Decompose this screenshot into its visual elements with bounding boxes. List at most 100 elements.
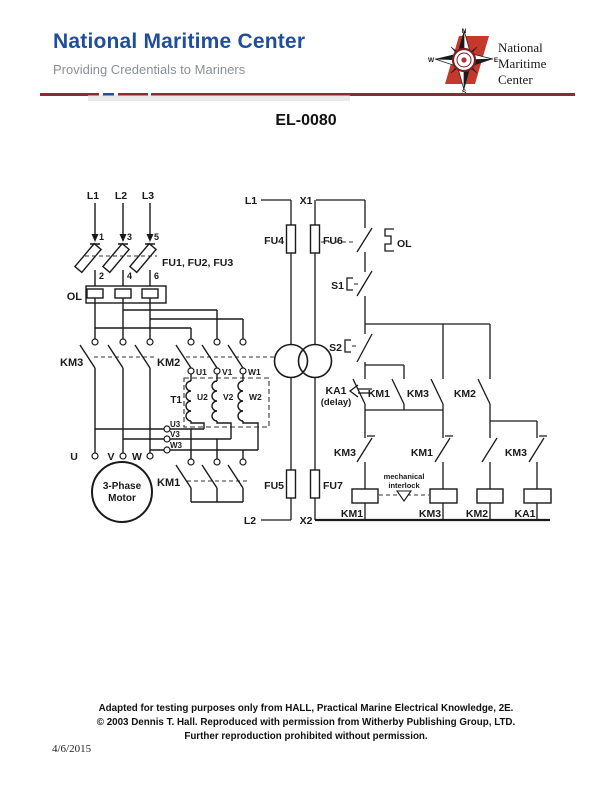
label-fu4: FU4 xyxy=(264,235,284,247)
logo-text-1: National xyxy=(498,40,543,55)
label-ctrl-x1: X1 xyxy=(300,195,313,207)
label-w2: W2 xyxy=(249,392,262,402)
motor-label-2: Motor xyxy=(108,493,136,504)
label-w: W xyxy=(132,451,142,463)
label-w3: W3 xyxy=(170,441,183,450)
breaker-arrow-icon xyxy=(146,234,154,242)
km3-coil xyxy=(429,488,458,504)
winding-w-icon xyxy=(237,380,244,422)
label-w1: W1 xyxy=(248,367,261,377)
delay-arrow-icon xyxy=(348,384,372,398)
label-fu7: FU7 xyxy=(323,480,343,492)
breaker-arrow-icon xyxy=(119,234,127,242)
motor-label-1: 3-Phase xyxy=(103,481,142,492)
label-s1: S1 xyxy=(331,280,344,292)
label-v: V xyxy=(107,451,114,463)
km1-main-contacts xyxy=(175,464,244,489)
label-coil-km2: KM2 xyxy=(466,508,488,520)
label-t1: T1 xyxy=(170,395,182,406)
exam-figure-code: EL-0080 xyxy=(275,112,337,129)
label-u: U xyxy=(70,451,78,463)
ol-heater-icon xyxy=(86,288,104,299)
breaker-arrow-icon xyxy=(91,234,99,242)
label-v2: V2 xyxy=(223,392,234,402)
label-nc-km3b: KM3 xyxy=(505,447,527,459)
label-v1: V1 xyxy=(222,367,233,377)
scan-smudge xyxy=(88,95,350,101)
three-phase-motor: 3-Phase Motor xyxy=(91,461,153,523)
terminal-2: 2 xyxy=(99,271,104,281)
label-km3-main: KM3 xyxy=(60,357,83,369)
terminal-3: 3 xyxy=(127,232,132,242)
label-ka1-delay: (delay) xyxy=(321,397,352,408)
km3-main-contacts xyxy=(79,344,151,369)
s1-pushbutton-icon xyxy=(346,277,353,291)
label-mech-2: interlock xyxy=(388,481,420,490)
ol-heater-icon xyxy=(114,288,132,299)
km2-main-contacts xyxy=(175,344,244,369)
winding-u-icon xyxy=(185,380,192,422)
header-rule-blue-dash xyxy=(103,93,114,96)
km2-aux-contact xyxy=(477,324,491,421)
compass-w: W xyxy=(428,57,435,64)
nmc-logo: N S W E National Maritime Center xyxy=(428,28,547,96)
ol-trip-icon xyxy=(384,228,394,252)
footer-line-3: Further reproduction prohibited without … xyxy=(184,731,428,742)
org-subtitle: Providing Credentials to Mariners xyxy=(53,62,246,77)
label-km1-main: KM1 xyxy=(157,477,180,489)
fuse-fu6-icon xyxy=(309,224,321,254)
ol-heater-icon xyxy=(141,288,159,299)
label-ka1: KA1 xyxy=(325,385,346,397)
km1-aux-contact xyxy=(365,364,405,410)
label-fu5: FU5 xyxy=(264,480,284,492)
km2-coil xyxy=(476,488,504,504)
ka1-coil xyxy=(523,488,552,504)
fuse-fu5-icon xyxy=(285,469,297,499)
logo-text-2: Maritime xyxy=(498,56,547,71)
label-ctrl-l2: L2 xyxy=(244,515,256,527)
km1-nc-contact xyxy=(434,410,453,489)
km3-nc-contact-2 xyxy=(528,421,547,489)
org-title: National Maritime Center xyxy=(53,30,306,53)
compass-e: E xyxy=(494,57,499,64)
label-u1: U1 xyxy=(196,367,207,377)
terminal-1: 1 xyxy=(99,232,104,242)
label-coil-ka1: KA1 xyxy=(514,508,535,520)
label-fu6: FU6 xyxy=(323,235,343,247)
winding-v-icon xyxy=(211,380,218,422)
km3-nc-contact xyxy=(356,435,375,489)
label-s2: S2 xyxy=(329,342,342,354)
header-rule xyxy=(40,93,575,96)
fuse-fu7-icon xyxy=(309,469,321,499)
terminal-5: 5 xyxy=(154,232,159,242)
interlock-triangle-icon xyxy=(395,490,413,502)
label-u3: U3 xyxy=(170,420,181,429)
label-v3: V3 xyxy=(170,430,180,439)
label-aux-km1: KM1 xyxy=(368,388,390,400)
terminal-6: 6 xyxy=(154,271,159,281)
label-fu123: FU1, FU2, FU3 xyxy=(162,257,233,269)
control-supply: L1 X1 FU4 FU6 FU5 FU7 L2 X2 xyxy=(244,195,365,527)
footer-line-1: Adapted for testing purposes only from H… xyxy=(98,703,514,714)
label-L1: L1 xyxy=(87,190,99,202)
control-logic: OL S1 S2 KA1 (delay) KM1 KM3 KM3 KM1 KM2 xyxy=(315,200,552,522)
label-coil-km1: KM1 xyxy=(341,508,363,520)
fuse-fu4-icon xyxy=(285,224,297,254)
label-aux-km2: KM2 xyxy=(454,388,476,400)
label-nc-km1: KM1 xyxy=(411,447,433,459)
km1-coil xyxy=(351,488,379,504)
label-mech-1: mechanical xyxy=(384,472,425,481)
logo-text-3: Center xyxy=(498,72,533,87)
fuse-fu2-icon xyxy=(101,242,131,274)
compass-rose-icon xyxy=(434,29,494,91)
label-ol-ctrl: OL xyxy=(397,238,412,250)
compass-n: N xyxy=(462,28,467,35)
label-ol-power: OL xyxy=(67,291,83,303)
fuse-fu1-icon xyxy=(73,242,103,274)
control-transformer-icon xyxy=(297,343,333,379)
label-ctrl-l1: L1 xyxy=(245,195,257,207)
label-aux-km3: KM3 xyxy=(407,388,429,400)
label-ctrl-x2: X2 xyxy=(300,515,313,527)
